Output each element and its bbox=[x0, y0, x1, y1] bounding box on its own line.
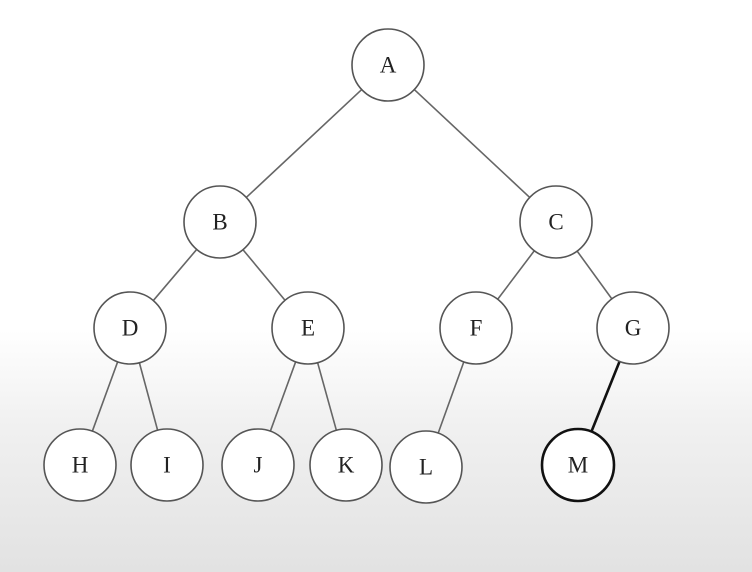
node-circle bbox=[183, 185, 257, 259]
edge-c-f bbox=[497, 250, 535, 300]
node-label: A bbox=[380, 53, 397, 78]
node-j: J bbox=[221, 428, 295, 502]
edge-b-e bbox=[242, 249, 286, 301]
node-label: J bbox=[254, 453, 263, 478]
node-circle bbox=[93, 291, 167, 365]
node-circle bbox=[389, 430, 463, 504]
node-label: E bbox=[301, 316, 315, 341]
node-label: F bbox=[470, 316, 483, 341]
node-b: B bbox=[183, 185, 257, 259]
edge-a-c bbox=[413, 88, 531, 199]
node-a: A bbox=[351, 28, 425, 102]
edge-b-d bbox=[152, 248, 198, 302]
node-e: E bbox=[271, 291, 345, 365]
node-k: K bbox=[309, 428, 383, 502]
edge-e-k bbox=[316, 362, 338, 431]
node-f: F bbox=[439, 291, 513, 365]
tree-edges bbox=[91, 88, 621, 434]
edge-c-g bbox=[576, 250, 613, 300]
node-h: H bbox=[43, 428, 117, 502]
node-circle bbox=[271, 291, 345, 365]
node-d: D bbox=[93, 291, 167, 365]
node-c: C bbox=[519, 185, 593, 259]
node-label: I bbox=[163, 453, 171, 478]
node-circle bbox=[519, 185, 593, 259]
node-label: D bbox=[122, 316, 139, 341]
edge-f-l bbox=[437, 361, 465, 434]
node-g: G bbox=[596, 291, 670, 365]
node-circle bbox=[540, 427, 616, 503]
edge-d-i bbox=[138, 362, 159, 431]
edge-e-j bbox=[269, 361, 297, 432]
node-circle bbox=[43, 428, 117, 502]
node-m: M bbox=[540, 427, 616, 503]
node-circle bbox=[439, 291, 513, 365]
node-circle bbox=[596, 291, 670, 365]
node-l: L bbox=[389, 430, 463, 504]
node-circle bbox=[130, 428, 204, 502]
node-circle bbox=[351, 28, 425, 102]
node-circle bbox=[309, 428, 383, 502]
tree-nodes: A B C D E F G H I J K L M bbox=[43, 28, 670, 504]
node-label: B bbox=[212, 210, 227, 235]
edge-g-m bbox=[590, 360, 621, 433]
node-label: C bbox=[548, 210, 563, 235]
edge-a-b bbox=[245, 88, 363, 199]
node-circle bbox=[221, 428, 295, 502]
node-i: I bbox=[130, 428, 204, 502]
edge-d-h bbox=[91, 361, 119, 432]
node-label: M bbox=[568, 453, 588, 478]
node-label: K bbox=[338, 453, 355, 478]
node-label: L bbox=[419, 455, 433, 480]
node-label: H bbox=[72, 453, 89, 478]
node-label: G bbox=[625, 316, 642, 341]
